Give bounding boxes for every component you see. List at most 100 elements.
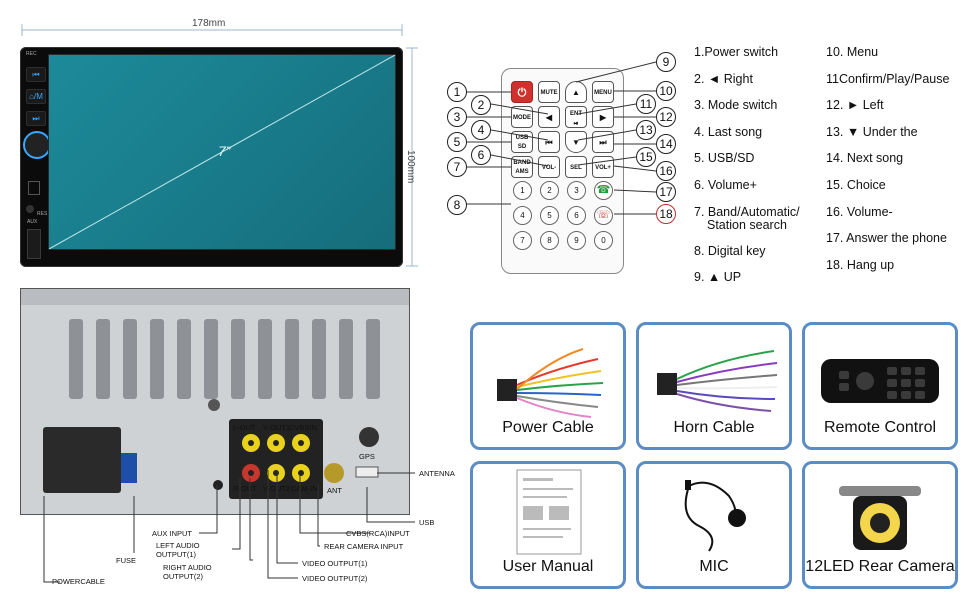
- callout-6: 6: [471, 145, 491, 165]
- num-key: 4: [513, 206, 532, 225]
- hang-up-icon: ☏: [594, 206, 613, 225]
- num-key: 3: [567, 181, 586, 200]
- power-key-icon: ⏻: [511, 81, 533, 103]
- left-key-icon: ◀: [538, 106, 560, 128]
- ent-key: ENT⏯: [565, 106, 587, 128]
- mic-label: MIC: [699, 558, 729, 575]
- rec-label: REC: [26, 51, 37, 57]
- head-unit-back: L-OUT V-OUT1 CVBSIN R-OUT V-OUT2 CAM-IN …: [20, 288, 410, 515]
- res-label: RES: [37, 211, 48, 217]
- num-key: 8: [540, 231, 559, 250]
- tile-user-manual: User Manual: [470, 461, 626, 589]
- left-audio-label: LEFT AUDIO: [156, 541, 200, 550]
- port-lout: L-OUT: [233, 423, 256, 432]
- callout-13: 13: [636, 120, 656, 140]
- legend-item: 18. Hang up: [826, 258, 895, 272]
- antenna-label: ANTENNA: [419, 469, 455, 478]
- legend-item: 8. Digital key: [694, 244, 766, 258]
- legend-item: 9. ▲ UP: [694, 270, 742, 284]
- answer-call-icon: ☎: [594, 181, 613, 200]
- volplus-key: VOL+: [592, 156, 614, 178]
- callout-15: 15: [636, 147, 656, 167]
- power-cable-label: Power Cable: [502, 419, 594, 436]
- num-key: 6: [567, 206, 586, 225]
- powercable-label: POWERCABLE: [52, 577, 105, 586]
- mute-key: MUTE: [538, 81, 560, 103]
- port-cvbsin: CVBSIN: [289, 423, 317, 432]
- tile-horn-cable: Horn Cable: [636, 322, 792, 450]
- tile-mic: MIC: [636, 461, 792, 589]
- legend-item: 11Confirm/Play/Pause: [826, 72, 950, 86]
- bandams-key: BAND AMS: [511, 156, 533, 178]
- legend-item: 2. ◄ Right: [694, 72, 753, 86]
- remote-control-label: Remote Control: [823, 419, 937, 436]
- port-ant: ANT: [327, 486, 342, 495]
- rear-camera-label: 12LED Rear Camera: [805, 558, 955, 575]
- user-manual-image: [516, 469, 582, 555]
- num-key: 2: [540, 181, 559, 200]
- callout-10: 10: [656, 81, 676, 101]
- legend-item: 6. Volume+: [694, 178, 757, 192]
- callout-11: 11: [636, 94, 656, 114]
- fuse-label: FUSE: [116, 556, 137, 565]
- legend-item: 10. Menu: [826, 45, 879, 59]
- tile-remote-control: Remote Control: [802, 322, 958, 450]
- callout-18: 18: [656, 204, 676, 224]
- num-key: 1: [513, 181, 532, 200]
- callout-14: 14: [656, 134, 676, 154]
- legend-item: 12. ► Left: [826, 98, 884, 112]
- legend-item: 16. Volume-: [826, 205, 893, 219]
- callout-3: 3: [447, 107, 467, 127]
- port-gps: GPS: [359, 452, 375, 461]
- callout-5: 5: [447, 132, 467, 152]
- port-rout: R-OUT: [233, 484, 257, 493]
- legend-item: 13. ▼ Under the: [826, 125, 918, 139]
- legend-item: 1.Power switch: [694, 45, 779, 59]
- callout-4: 4: [471, 120, 491, 140]
- legend-item: Station search: [707, 218, 787, 232]
- right-audio-label: RIGHT AUDIO: [163, 563, 212, 572]
- callout-12: 12: [656, 107, 676, 127]
- remote-diagram: ⏻ MUTE ▲ MENU MODE ◀ ENT⏯ ▶ USB SD ⏮ ▼ ⏭…: [501, 68, 624, 274]
- video1-label: VIDEO OUTPUT(1): [302, 559, 368, 568]
- cvbs-label: CVBS(RCA)INPUT: [346, 529, 410, 538]
- legend-item: 14. Next song: [826, 151, 904, 165]
- left-audio-label2: OUTPUT(1): [156, 550, 196, 559]
- legend-item: 5. USB/SD: [694, 151, 755, 165]
- screen-size-label: 7”: [218, 143, 231, 159]
- right-key-icon: ▶: [592, 106, 614, 128]
- legend-item: 15. Choice: [826, 178, 886, 192]
- user-manual-label: User Manual: [502, 558, 594, 575]
- sd-slot: [28, 181, 40, 195]
- legend-item: 3. Mode switch: [694, 98, 778, 112]
- horn-cable-label: Horn Cable: [673, 419, 755, 436]
- tile-rear-camera: 12LED Rear Camera: [802, 461, 958, 589]
- usb-port: [27, 229, 41, 259]
- num-key: 9: [567, 231, 586, 250]
- usb-label: USB: [419, 518, 435, 527]
- prev-key-icon: ⏮: [538, 131, 560, 153]
- num-key: 0: [594, 231, 613, 250]
- legend-item: 7. Band/Automatic/: [694, 205, 800, 219]
- aux-label: AUX: [27, 219, 38, 225]
- port-camin: CAM-IN: [291, 484, 318, 493]
- port-vout1: V-OUT1: [263, 423, 291, 432]
- sel-key: SEL: [565, 156, 587, 178]
- legend-item: 17. Answer the phone: [826, 231, 947, 245]
- aux-jack: [26, 205, 34, 213]
- aux-input-label: AUX INPUT: [152, 529, 193, 538]
- callout-16: 16: [656, 161, 676, 181]
- callout-2: 2: [471, 95, 491, 115]
- mode-key: MODE: [511, 106, 533, 128]
- callout-9: 9: [656, 52, 676, 72]
- mode-button: ⌂/M: [26, 89, 46, 104]
- tile-power-cable: Power Cable: [470, 322, 626, 450]
- legend-item: 4. Last song: [694, 125, 763, 139]
- rear-cam-label: REAR CAMERA INPUT: [324, 542, 404, 551]
- width-dimension: 178mm: [192, 18, 226, 29]
- remote-control-image: [821, 359, 939, 403]
- volminus-key: VOL-: [538, 156, 560, 178]
